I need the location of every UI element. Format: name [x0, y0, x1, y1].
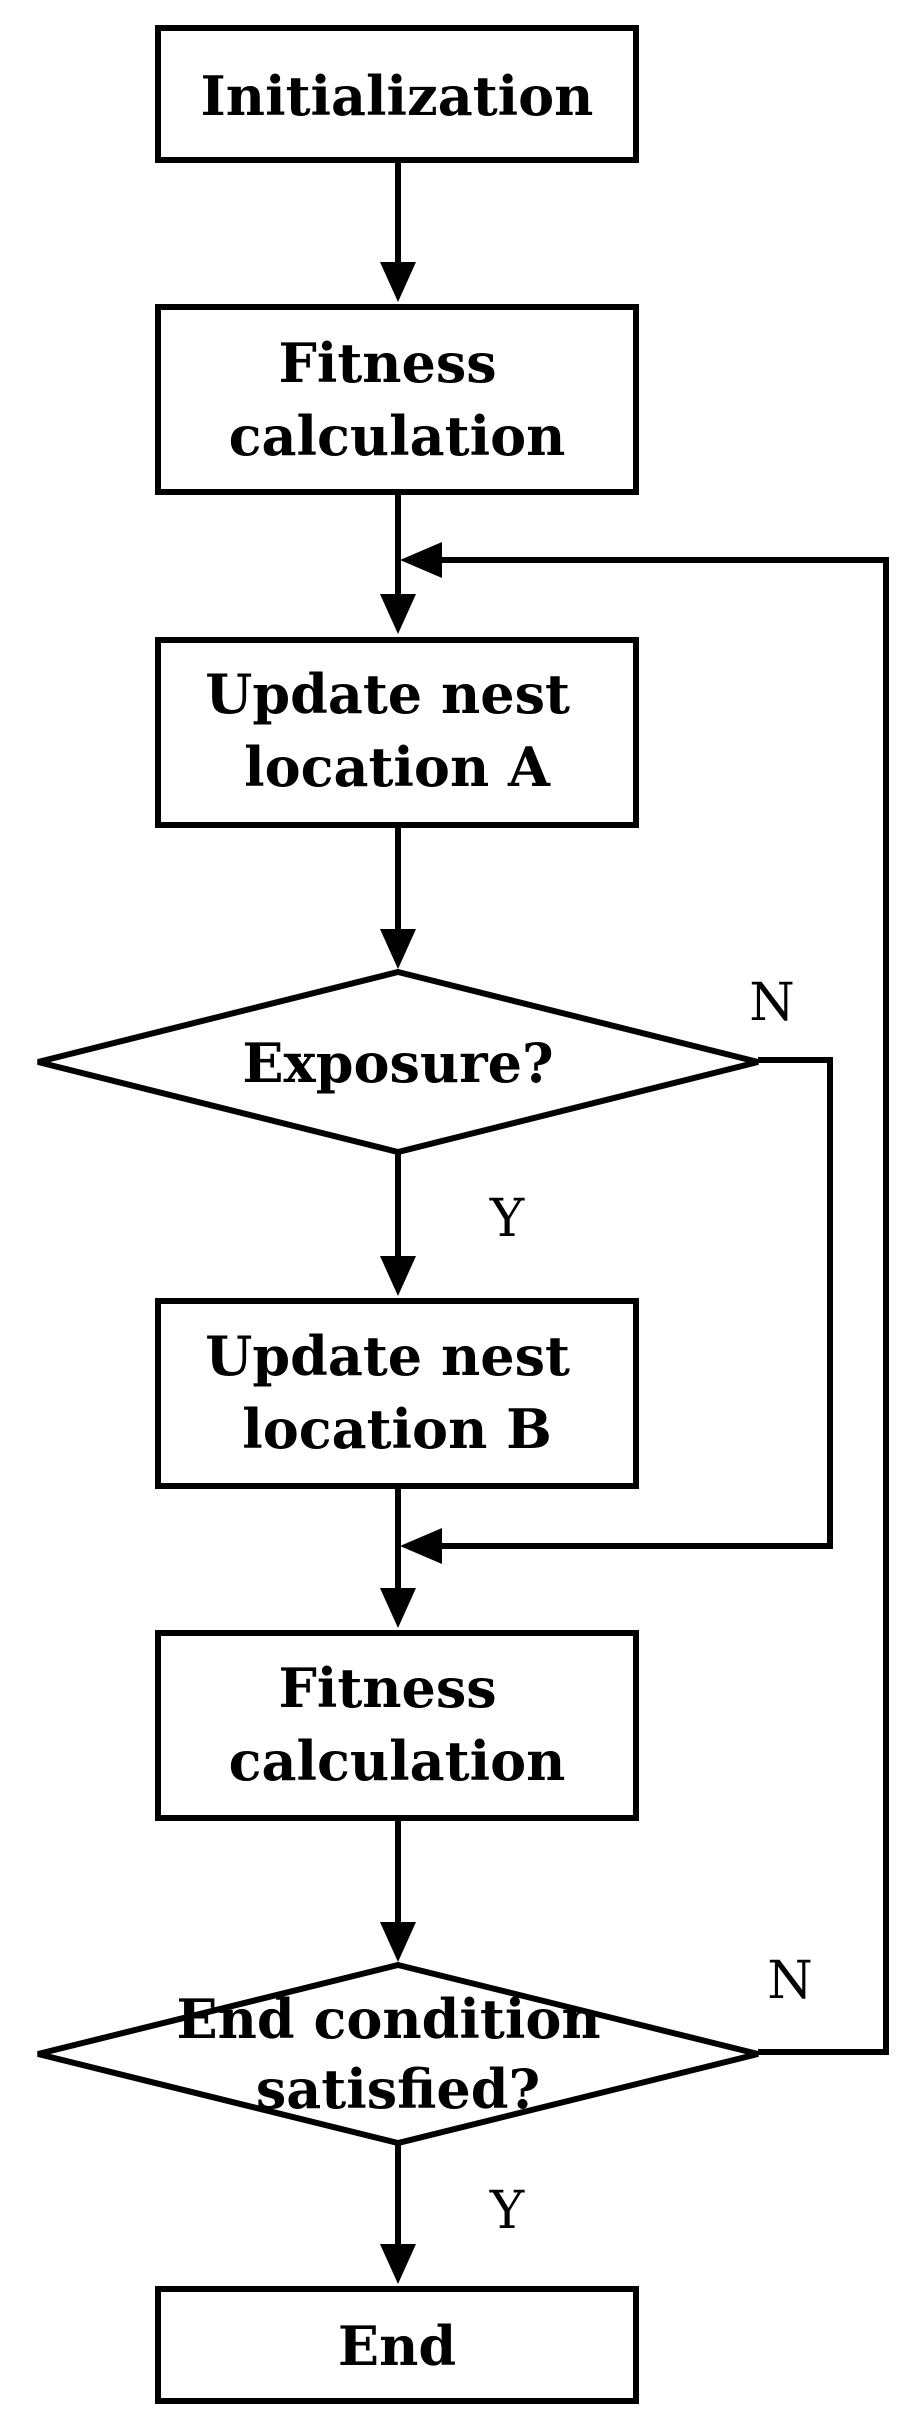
arrowhead-exposure-no-bypass	[400, 1528, 442, 1564]
node-exposure-decision: Exposure?	[37, 968, 759, 1156]
update-nest-location-b-label-line-2: location B	[242, 1397, 552, 1461]
update-nest-location-a-label-line-1: Update nest	[205, 662, 570, 726]
arrowhead-init-to-fitness1	[380, 262, 416, 302]
fitness-calculation-2-box	[155, 1630, 639, 1821]
end-label-line-1: End	[338, 2314, 456, 2378]
initialization-label-line-1: Initialization	[201, 64, 594, 128]
fitness-calculation-1-label-line-1: Fitness	[278, 331, 496, 395]
exposure-no-label: N	[749, 973, 795, 1033]
branch-labels: N Y N Y	[489, 973, 813, 2241]
fitness-calculation-1-label: Fitness calculation	[229, 331, 566, 468]
fitness-calculation-1-box	[155, 304, 639, 495]
end-condition-label-line-1: End condition	[177, 1987, 601, 2051]
node-end-condition-decision: End condition satisfied?	[37, 1961, 759, 2147]
arrowhead-update-a-to-exposure	[380, 929, 416, 969]
arrowhead-end-cond-no-loop	[400, 542, 442, 578]
fitness-calculation-2-label-line-1: Fitness	[278, 1656, 496, 1720]
initialization-box	[155, 25, 639, 163]
fitness-calculation-2-label-line-2: calculation	[229, 1729, 566, 1793]
update-nest-location-b-box	[155, 1298, 639, 1489]
end-condition-no-label: N	[767, 1951, 813, 2011]
arrowhead-fitness2-to-end-cond	[380, 1922, 416, 1962]
end-condition-yes-label: Y	[489, 2181, 525, 2241]
node-initialization: Initialization	[155, 25, 639, 163]
fitness-calculation-1-label-line-2: calculation	[229, 404, 566, 468]
end-box	[155, 2286, 639, 2404]
end-label: End	[338, 2314, 456, 2378]
update-nest-location-b-label-line-1: Update nest	[205, 1324, 570, 1388]
initialization-label: Initialization	[201, 64, 594, 128]
edge-end-cond-no-loop	[436, 557, 889, 2055]
arrowhead-update-b-to-fitness2	[380, 1588, 416, 1628]
update-nest-location-a-label-line-2: location A	[244, 735, 551, 799]
edge-exposure-no-bypass	[436, 1057, 833, 1549]
exposure-diamond	[37, 968, 759, 1156]
end-condition-diamond	[37, 1961, 759, 2147]
arrowhead-fitness1-to-update-a	[380, 594, 416, 634]
update-nest-location-b-label: Update nest location B	[205, 1324, 588, 1461]
update-nest-location-a-box	[155, 637, 639, 828]
exposure-label-line-1: Exposure?	[242, 1031, 553, 1095]
end-condition-label-line-2: satisfied?	[256, 2057, 540, 2121]
node-fitness-calculation-2: Fitness calculation	[155, 1630, 639, 1821]
node-fitness-calculation-1: Fitness calculation	[155, 304, 639, 495]
connectors	[380, 160, 889, 2284]
arrowhead-exposure-yes-to-update-b	[380, 1256, 416, 1296]
exposure-yes-label: Y	[489, 1189, 525, 1249]
node-update-nest-location-a: Update nest location A	[155, 637, 639, 828]
fitness-calculation-2-label: Fitness calculation	[229, 1656, 566, 1793]
node-end: End	[155, 2286, 639, 2404]
arrowhead-end-cond-yes-to-end	[380, 2244, 416, 2284]
exposure-label: Exposure?	[242, 1031, 553, 1095]
end-condition-label: End condition satisfied?	[177, 1987, 620, 2121]
node-update-nest-location-b: Update nest location B	[155, 1298, 639, 1489]
update-nest-location-a-label: Update nest location A	[205, 662, 588, 799]
